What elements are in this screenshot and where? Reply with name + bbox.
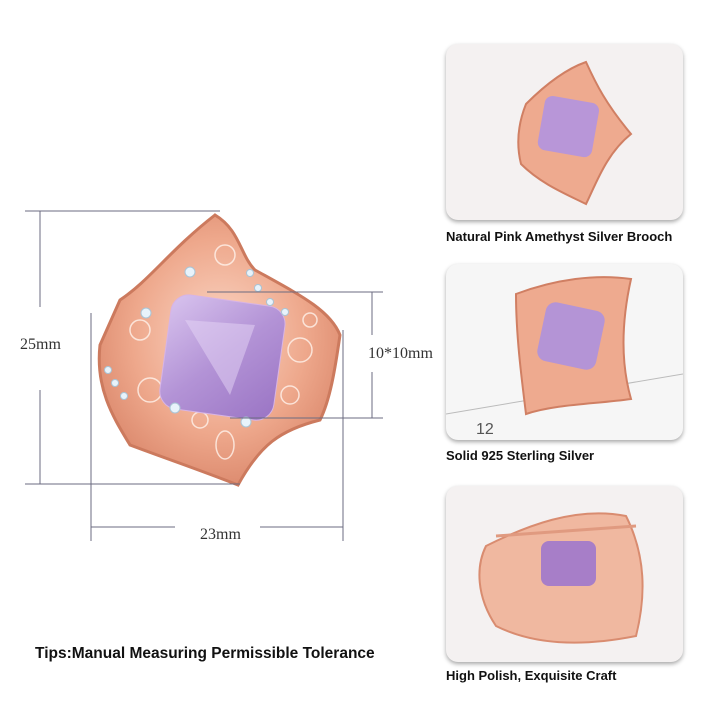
dimension-lines (25, 210, 383, 541)
tolerance-tip: Tips:Manual Measuring Permissible Tolera… (35, 645, 375, 662)
brooch-image (97, 213, 342, 487)
svg-text:12: 12 (476, 421, 494, 438)
panel-caption: Natural Pink Amethyst Silver Brooch (446, 229, 673, 244)
stone-size-label: 10*10mm (368, 345, 433, 362)
product-photo-back (446, 486, 683, 662)
brooch-dimension-diagram (25, 210, 383, 541)
product-photo-front (446, 44, 683, 220)
panel-caption: High Polish, Exquisite Craft (446, 668, 617, 683)
panel-caption: Solid 925 Sterling Silver (446, 448, 595, 463)
width-dimension-label: 23mm (200, 526, 241, 543)
height-dimension-label: 25mm (20, 336, 61, 353)
product-photo-ruler: 12 (446, 264, 683, 440)
